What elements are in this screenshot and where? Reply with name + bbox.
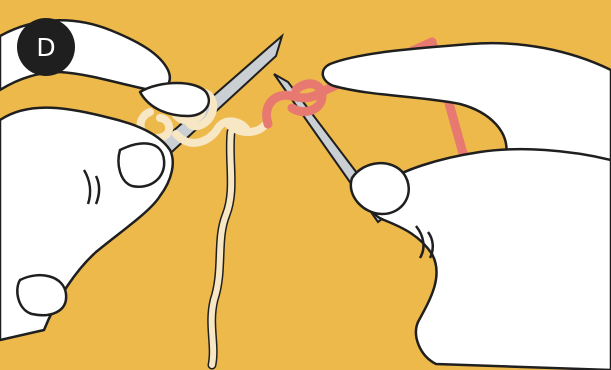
step-badge: D bbox=[17, 18, 75, 76]
step-label: D bbox=[36, 33, 55, 62]
